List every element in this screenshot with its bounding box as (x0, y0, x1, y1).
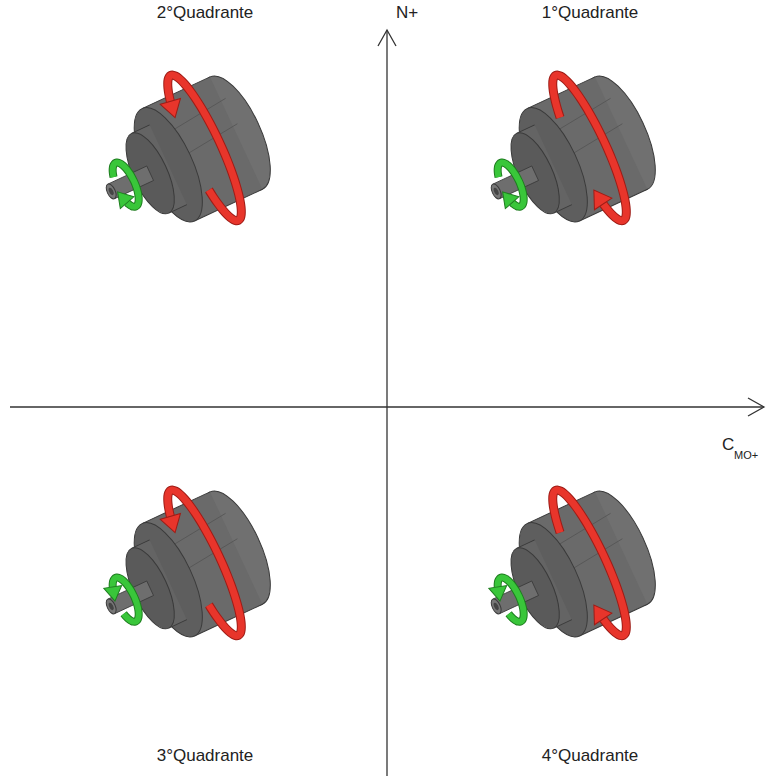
torque-arrow (543, 484, 638, 642)
motor-figure (74, 50, 292, 265)
shaft-bore (493, 602, 500, 611)
shaft-bore (108, 187, 115, 196)
speed-arrow-outline (108, 159, 144, 210)
torque-arrow (543, 69, 638, 227)
motor-figure (459, 50, 677, 265)
torque-arrow-head (160, 96, 187, 121)
speed-arrow-head (489, 581, 512, 603)
torque-arrow-head (160, 511, 187, 536)
torque-arrow-outline (543, 484, 638, 642)
torque-arrow-head (587, 600, 614, 625)
axis-label: MO+ (734, 449, 758, 461)
cap-edge (517, 540, 535, 548)
torque-arrow-outline (543, 69, 638, 227)
speed-arrow-outline (493, 159, 529, 210)
quadrant-label: 4°Quadrante (542, 747, 639, 766)
motor-figure (74, 465, 292, 680)
motor-figure (459, 465, 677, 680)
torque-arrow (158, 69, 253, 227)
axis-label: N+ (396, 4, 418, 23)
quadrant-label: 3°Quadrante (157, 747, 254, 766)
shaft-bore (493, 187, 500, 196)
speed-arrow-head (498, 187, 521, 209)
shaft-end (489, 597, 503, 615)
torque-arrow-head (587, 185, 614, 210)
quadrant-label: 2°Quadrante (157, 4, 254, 23)
shaft-end (104, 182, 118, 200)
motors (74, 50, 677, 680)
shaft-end (489, 182, 503, 200)
speed-axis (386, 30, 387, 776)
speed-arrow-head (104, 581, 127, 603)
axis-arrowhead (378, 30, 396, 46)
speed-arrow-head (113, 187, 136, 209)
axes (10, 30, 764, 776)
shaft-end (104, 597, 118, 615)
speed-arrow (493, 159, 529, 210)
torque-arrow (158, 484, 253, 642)
torque-arrow-outline (158, 484, 253, 642)
cap-edge (517, 125, 535, 133)
shaft-bore (108, 602, 115, 611)
axis-label: C (722, 436, 734, 455)
torque-axis (10, 406, 764, 407)
torque-arrow-outline (158, 69, 253, 227)
axis-arrowhead (748, 398, 764, 416)
cap-edge (132, 540, 150, 548)
speed-arrow (108, 159, 144, 210)
quadrant-label: 1°Quadrante (542, 4, 639, 23)
cap-edge (132, 125, 150, 133)
